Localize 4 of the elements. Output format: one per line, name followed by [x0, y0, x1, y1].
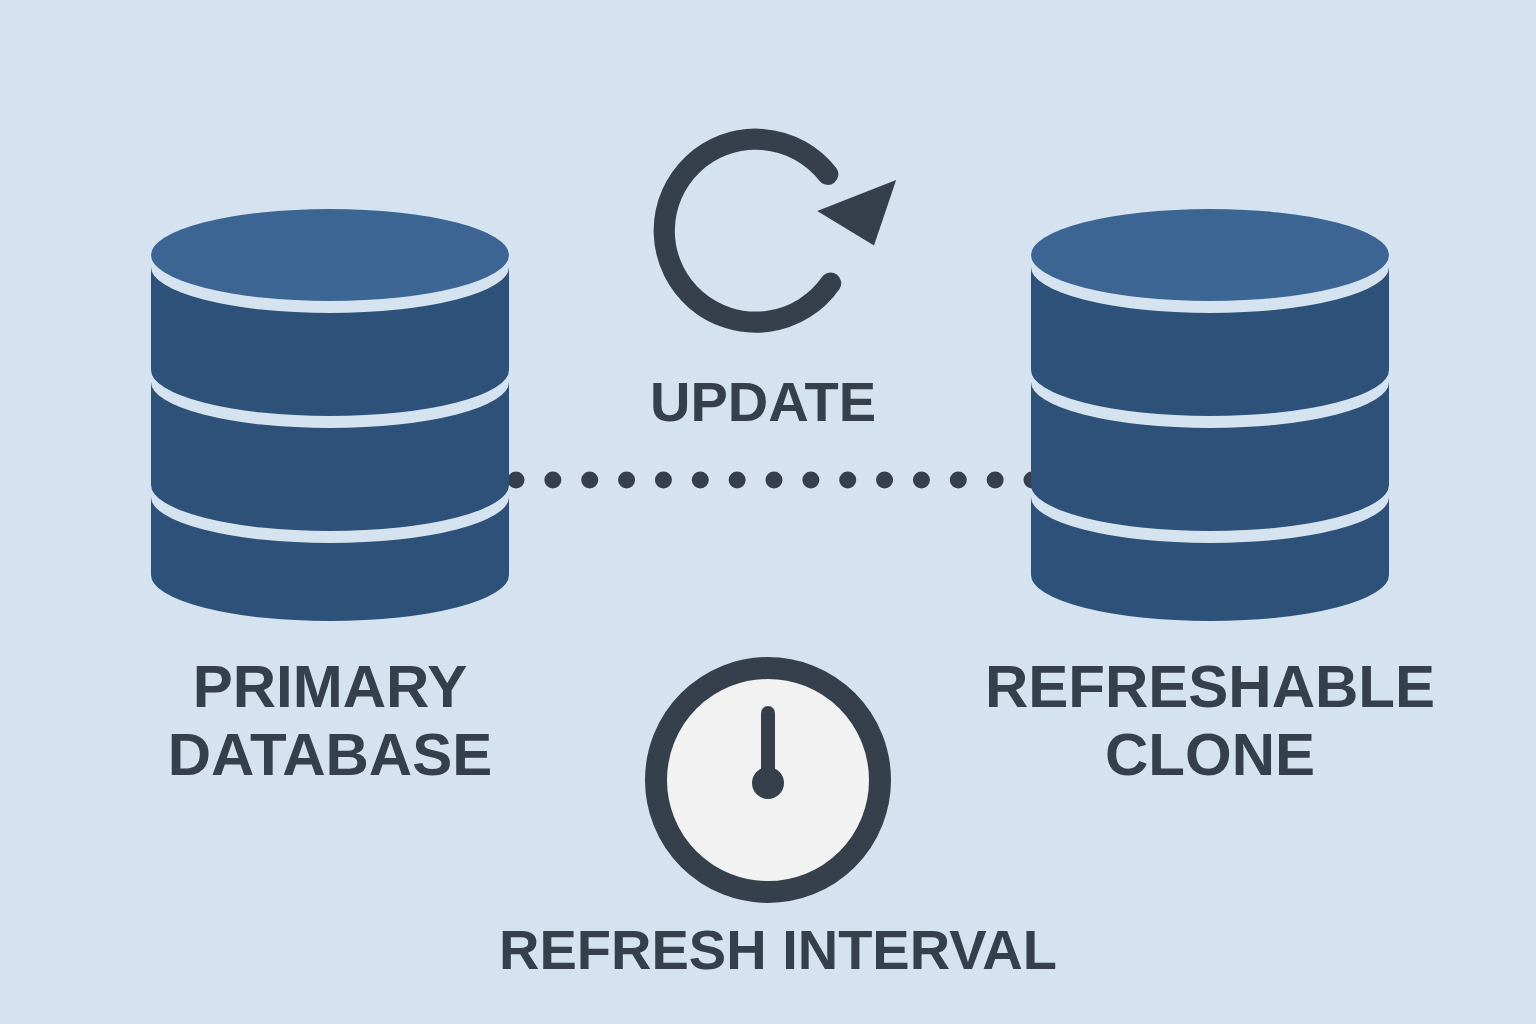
- node-label: PRIMARY DATABASE: [166, 653, 494, 789]
- node-label: REFRESHABLE CLONE: [984, 653, 1436, 789]
- icon-caption: REFRESH INTERVAL: [499, 918, 1057, 982]
- icon-caption: UPDATE: [650, 370, 877, 434]
